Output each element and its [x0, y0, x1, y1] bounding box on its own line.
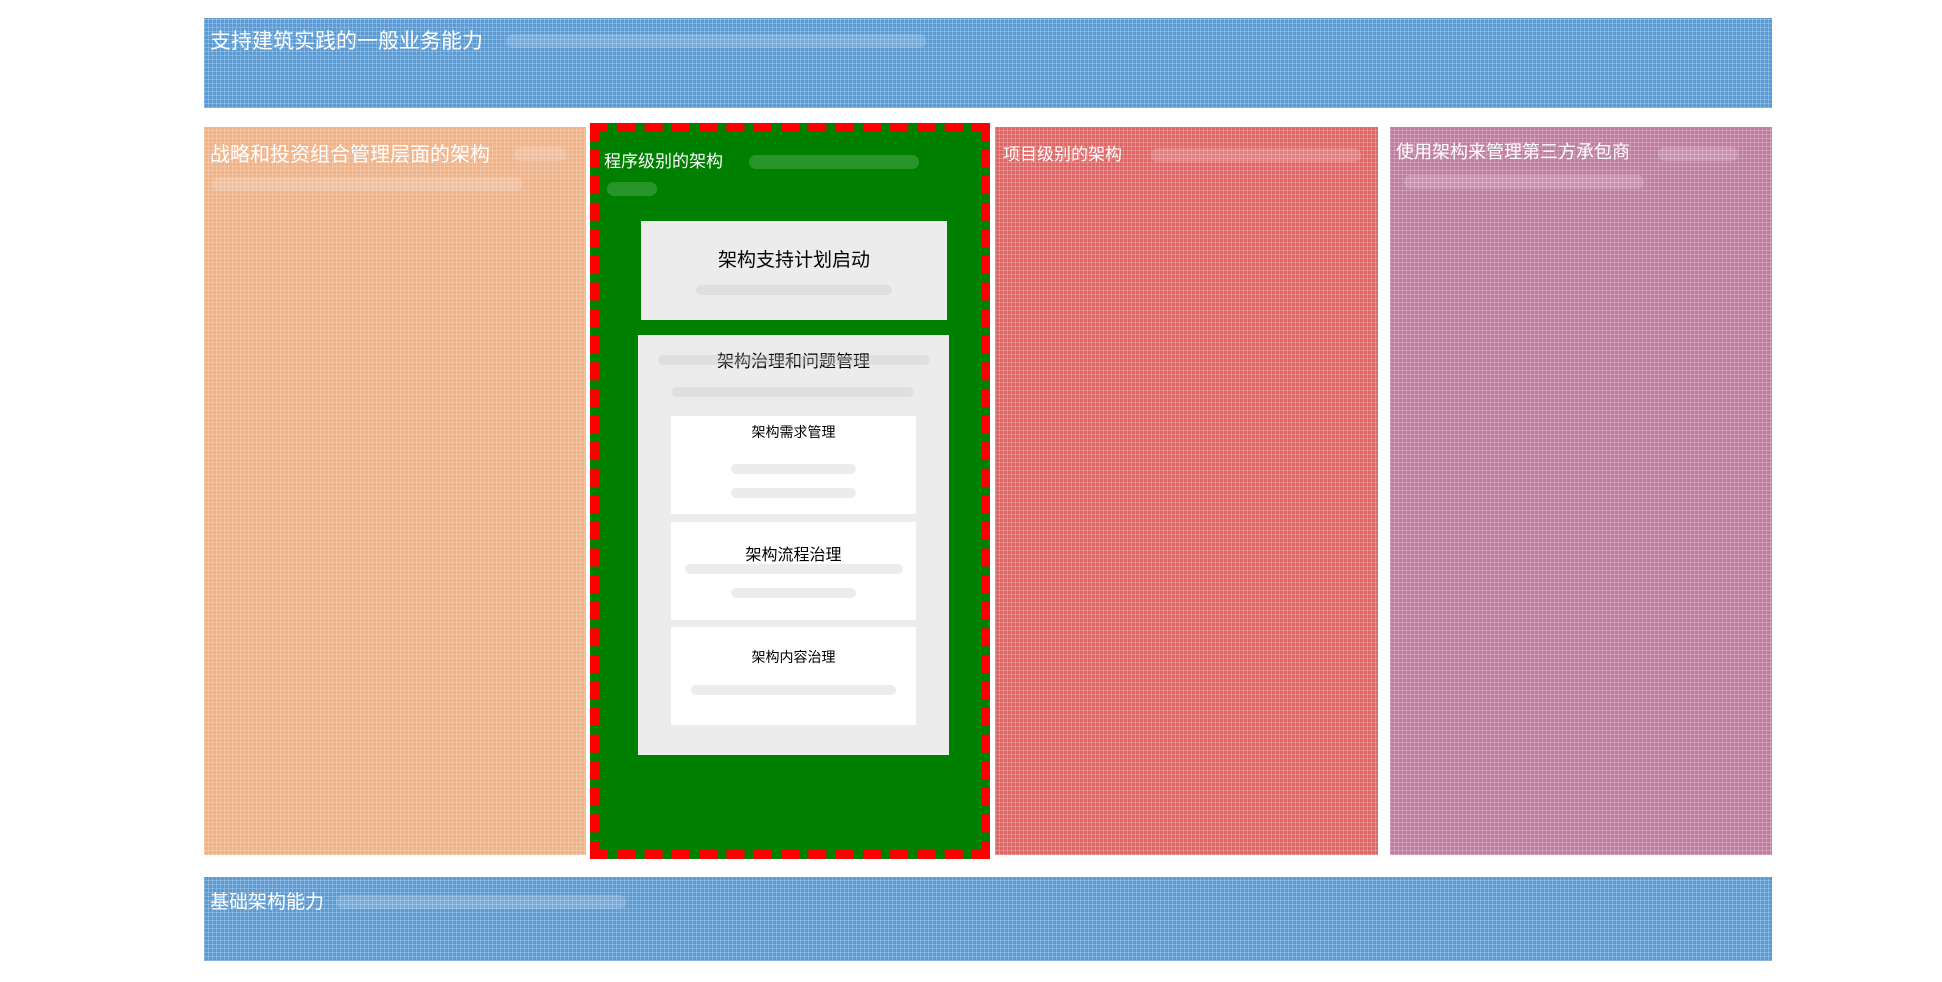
faded-text — [336, 895, 626, 909]
program-level-architecture-column: 程序级别的架构 架构支持计划启动 架构治理和问题管理 架构需求管理 架构流程治理… — [590, 123, 990, 859]
faded-text — [506, 34, 926, 48]
faded-text — [696, 285, 892, 295]
column-title-strategic: 战略和投资组合管理层面的架构 — [210, 142, 490, 166]
faded-text — [514, 147, 566, 161]
content-governance-box: 架构内容治理 — [671, 627, 916, 725]
program-initiation-box: 架构支持计划启动 — [641, 221, 947, 320]
faded-text — [1151, 148, 1361, 162]
faded-text — [731, 464, 856, 474]
faded-text — [731, 488, 856, 498]
faded-text — [607, 182, 657, 196]
requirements-management-label: 架构需求管理 — [751, 425, 836, 441]
faded-text — [691, 685, 896, 695]
strategic-portfolio-architecture-column: 战略和投资组合管理层面的架构 — [204, 127, 586, 855]
column-title-contractors: 使用架构来管理第三方承包商 — [1396, 142, 1630, 163]
faded-text — [672, 387, 914, 397]
band-title-general-capabilities: 支持建筑实践的一般业务能力 — [210, 29, 483, 53]
governance-issue-management-box: 架构治理和问题管理 架构需求管理 架构流程治理 架构内容治理 — [638, 335, 949, 755]
process-governance-label: 架构流程治理 — [745, 545, 842, 564]
governance-label: 架构治理和问题管理 — [717, 352, 870, 372]
column-title-project: 项目级别的架构 — [1003, 145, 1122, 165]
project-level-architecture-column: 项目级别的架构 — [995, 127, 1378, 855]
faded-text — [749, 155, 919, 169]
faded-text — [685, 564, 903, 574]
column-title-program: 程序级别的架构 — [604, 152, 723, 172]
process-governance-box: 架构流程治理 — [671, 522, 916, 620]
requirements-management-box: 架构需求管理 — [671, 416, 916, 514]
content-governance-label: 架构内容治理 — [751, 650, 836, 666]
general-business-capabilities-band: 支持建筑实践的一般业务能力 — [204, 18, 1772, 108]
band-title-foundation: 基础架构能力 — [210, 891, 325, 913]
third-party-contractors-column: 使用架构来管理第三方承包商 — [1390, 127, 1772, 855]
faded-text — [658, 355, 930, 365]
faded-text — [1658, 147, 1738, 161]
program-initiation-label: 架构支持计划启动 — [717, 249, 870, 271]
faded-text — [212, 177, 522, 191]
faded-text — [1404, 175, 1644, 189]
foundation-architecture-capabilities-band: 基础架构能力 — [204, 877, 1772, 961]
faded-text — [731, 588, 856, 598]
